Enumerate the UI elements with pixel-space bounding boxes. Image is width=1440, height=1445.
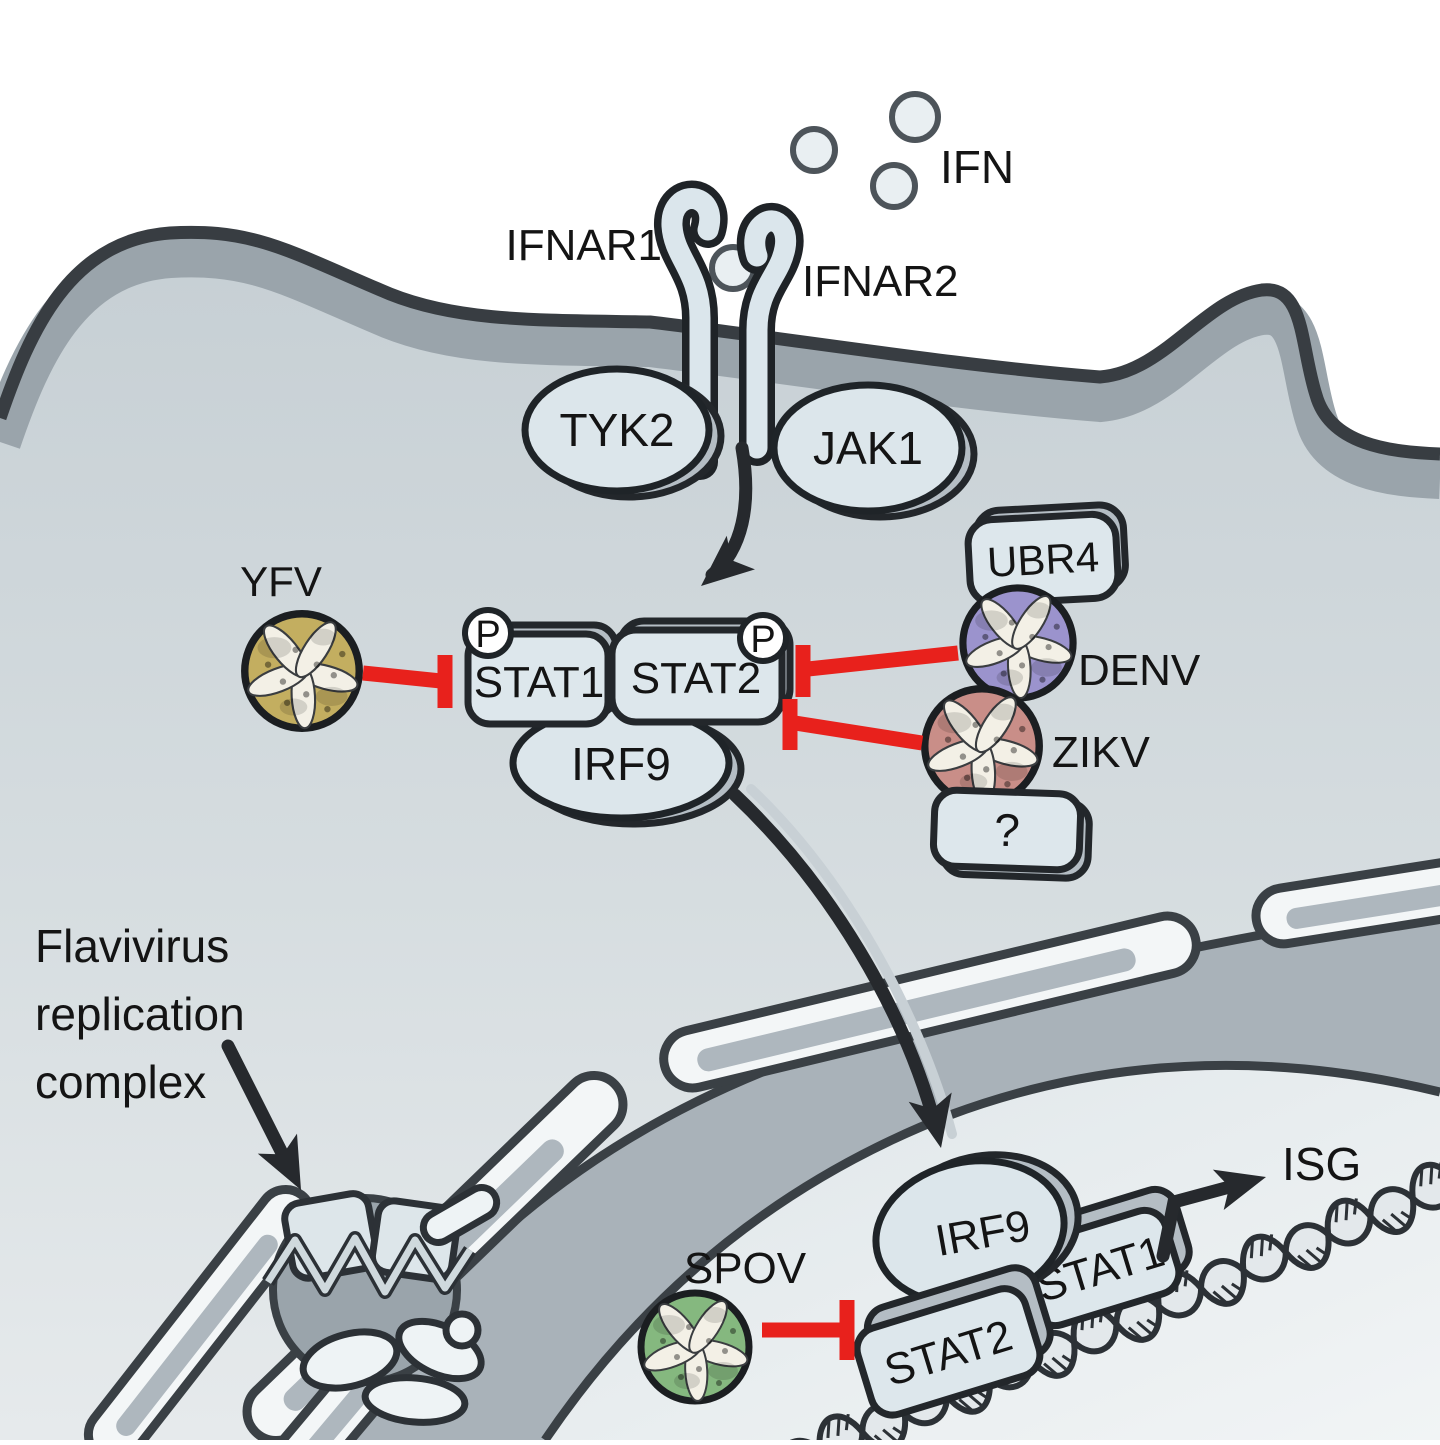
replication-complex-annotation: Flavivirus replication complex <box>35 920 321 1200</box>
ubr4-label: UBR4 <box>986 533 1100 586</box>
ifnar1-label: IFNAR1 <box>506 221 662 270</box>
stat2-label: STAT2 <box>631 654 761 703</box>
isg-label: ISG <box>1282 1138 1361 1190</box>
ifn-receptor-complex <box>654 180 804 480</box>
yfv-label: YFV <box>240 558 322 605</box>
replication-label-line2: replication <box>35 988 245 1040</box>
zikv-inhibition-line <box>782 699 924 751</box>
stat1-label: STAT1 <box>474 658 604 707</box>
denv-label: DENV <box>1078 646 1201 695</box>
jak1-label: JAK1 <box>813 422 923 474</box>
replication-pointer-arrow <box>221 1039 295 1172</box>
ifnar2-label: IFNAR2 <box>802 257 958 306</box>
zikv-label: ZIKV <box>1052 728 1150 777</box>
unknown-partner-box: ? <box>929 786 1093 882</box>
flavivirus-replication-complex <box>262 1184 501 1426</box>
replication-label-line3: complex <box>35 1056 206 1108</box>
isgf3-complex: STAT1 STAT2 IRF9 P P <box>462 607 794 828</box>
stat2 <box>608 626 786 726</box>
stat1 <box>464 630 612 728</box>
phosphate-stat2: P <box>737 612 789 664</box>
spov-label: SPOV <box>684 1244 807 1293</box>
nuclear-import-arrow <box>728 788 943 1135</box>
ifn-label: IFN <box>940 141 1014 193</box>
phosphate-stat1: P <box>462 607 514 659</box>
nuclear-stat2: STAT2 <box>853 1264 1054 1419</box>
irf9-label: IRF9 <box>571 738 671 790</box>
ubr4-box: UBR4 <box>964 501 1129 608</box>
tyk2-label: TYK2 <box>559 404 674 456</box>
spov-virion: SPOV <box>637 1244 855 1405</box>
spov-inhibition-line <box>762 1300 855 1360</box>
replication-label-line1: Flavivirus <box>35 920 229 972</box>
phosphate-label2: P <box>750 619 775 661</box>
ifn-ligands <box>790 91 941 210</box>
yfv-inhibition-line <box>362 655 453 708</box>
nuclear-envelope-segment <box>659 911 1201 1093</box>
denv-inhibition-line <box>795 645 959 697</box>
nuclear-import-arrow-shadow <box>746 784 957 1139</box>
perinuclear-space <box>330 905 1440 1440</box>
nuclear-isgf3-complex: STAT1 IRF9 STAT2 ISG <box>853 1138 1361 1419</box>
unknown-partner-label: ? <box>993 804 1020 857</box>
transcription-start-arrow <box>1156 1175 1255 1263</box>
yfv-virion: YFV <box>240 558 453 732</box>
tyk2-kinase: TYK2 <box>521 365 725 501</box>
nuclear-envelope-segment <box>1251 851 1440 949</box>
zikv-virion: ZIKV <box>782 685 1150 807</box>
phosphate-label: P <box>475 614 500 656</box>
jak1-kinase: JAK1 <box>770 381 978 521</box>
